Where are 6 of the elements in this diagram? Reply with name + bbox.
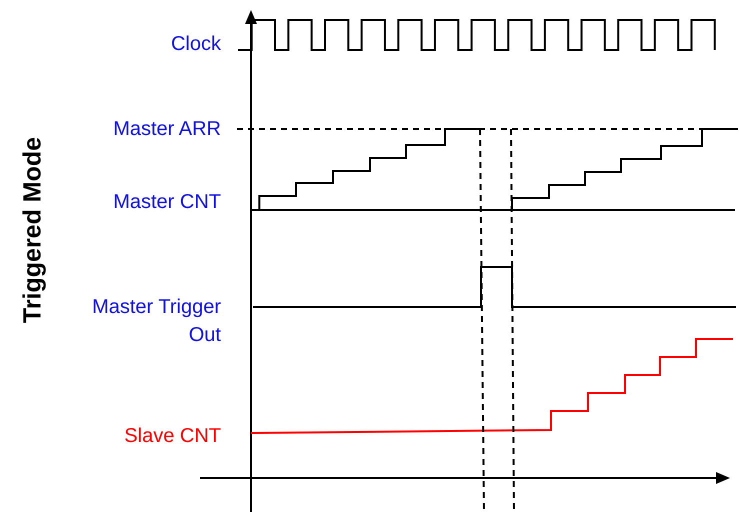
signal-label: Master ARR <box>113 117 221 142</box>
signal-label: Master CNT <box>113 190 221 215</box>
rotated-title: Triggered Mode <box>18 136 48 324</box>
signal-label: Master Trigger Out <box>91 295 221 348</box>
clock-label: Clock <box>170 32 221 57</box>
signal-label: Slave CNT <box>124 424 221 449</box>
